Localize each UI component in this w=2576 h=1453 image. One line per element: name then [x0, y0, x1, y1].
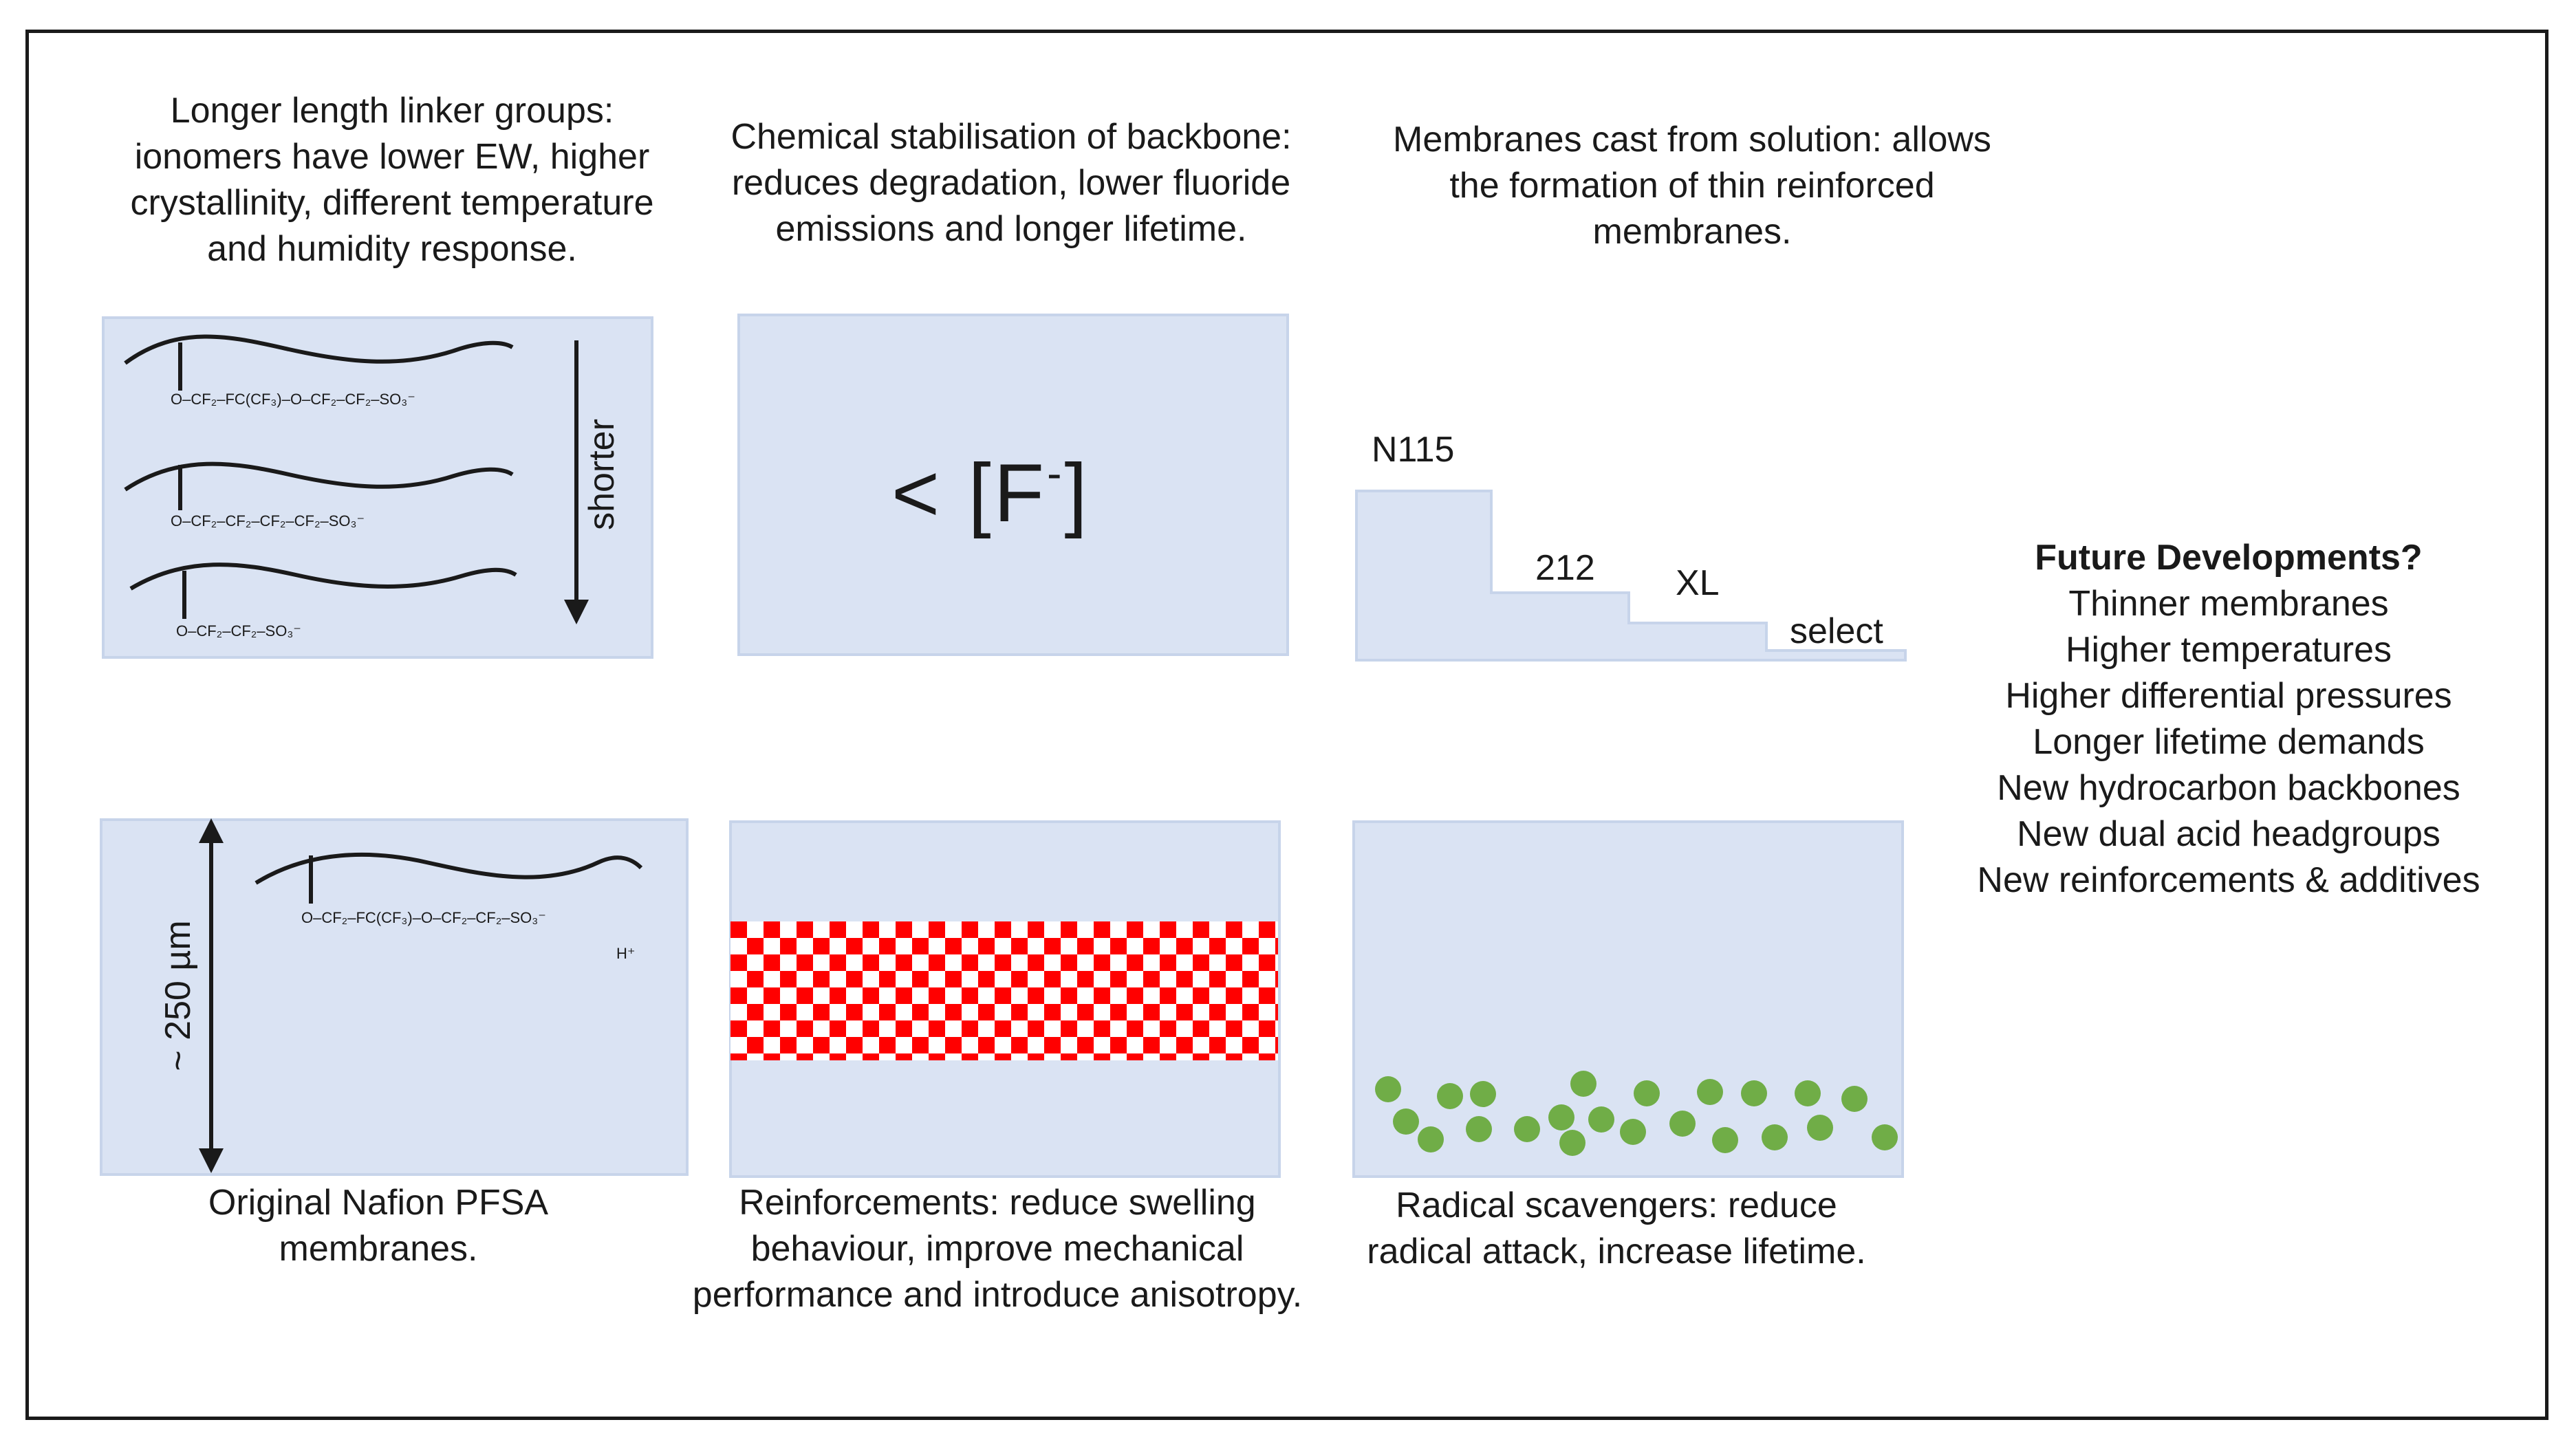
reinforcement-layer [730, 921, 1278, 1060]
fluoride-symbol-suffix: ] [1064, 447, 1090, 539]
thickness-label: ~ 250 µm [158, 920, 198, 1071]
chemical-stabilisation-panel [737, 314, 1289, 656]
counter-ion-label: H⁺ [616, 945, 636, 962]
scavenger-particle [1795, 1080, 1821, 1106]
figure-frame [25, 30, 2548, 1420]
scavenger-particle [1807, 1115, 1833, 1141]
future-item: New reinforcements & additives [1977, 860, 2480, 900]
scavenger-particle [1548, 1104, 1574, 1130]
scavenger-particles [1375, 1071, 1898, 1156]
scavenger-particle [1841, 1086, 1868, 1112]
scavenger-particle [1466, 1116, 1492, 1142]
fluoride-symbol-prefix: < [F [891, 447, 1048, 539]
scavenger-particle [1418, 1126, 1444, 1152]
scavenger-particle [1697, 1079, 1723, 1105]
future-item: Longer lifetime demands [2033, 722, 2425, 762]
future-item: New dual acid headgroups [2017, 814, 2440, 854]
scavenger-particle [1559, 1130, 1585, 1156]
caption-original-nafion: Original Nafion PFSA membranes. [208, 1183, 549, 1269]
scavenger-particle [1375, 1076, 1401, 1102]
scavenger-particle [1470, 1081, 1496, 1107]
shorter-label: shorter [582, 419, 622, 530]
linker-formula-2: O–CF₂–CF₂–CF₂–CF₂–SO₃⁻ [171, 512, 365, 529]
caption-radical-scavengers: Radical scavengers: reduce radical attac… [1367, 1186, 1866, 1271]
scavenger-particle [1514, 1116, 1540, 1142]
future-item: New hydrocarbon backbones [1997, 768, 2460, 808]
scavenger-particle [1437, 1083, 1463, 1109]
caption-chemical-stabilisation: Chemical stabilisation of backbone: redu… [730, 117, 1292, 249]
original-formula: O–CF₂–FC(CF₃)–O–CF₂–CF₂–SO₃⁻ [301, 909, 546, 926]
caption-reinforcements: Reinforcements: reduce swelling behaviou… [692, 1183, 1303, 1315]
step-label-select: select [1790, 611, 1883, 651]
scavenger-particle [1741, 1080, 1767, 1106]
step-label-212: 212 [1535, 548, 1595, 588]
scavenger-particle [1762, 1124, 1788, 1150]
scavenger-particle [1712, 1127, 1738, 1153]
future-item: Thinner membranes [2068, 584, 2389, 624]
linker-chains [124, 334, 517, 619]
fluoride-symbol-charge: - [1047, 448, 1065, 498]
original-nafion-panel [100, 818, 689, 1176]
backbone-chain-original [255, 852, 643, 885]
scavenger-particle [1588, 1106, 1614, 1133]
future-developments: Future Developments? Thinner membranes H… [1926, 535, 2531, 904]
future-item: Higher differential pressures [2005, 676, 2452, 716]
caption-linker-groups: Longer length linker groups: ionomers ha… [130, 91, 654, 269]
original-chain [255, 852, 643, 904]
caption-solution-cast: Membranes cast from solution: allows the… [1393, 120, 1991, 252]
scavenger-particle [1669, 1111, 1696, 1137]
step-label-xl: XL [1676, 563, 1720, 603]
backbone-chain-2 [124, 461, 514, 492]
scavenger-particle [1620, 1119, 1646, 1145]
scavenger-particle [1570, 1071, 1597, 1097]
linker-formula-1: O–CF₂–FC(CF₃)–O–CF₂–CF₂–SO₃⁻ [171, 391, 415, 408]
future-title: Future Developments? [2035, 538, 2423, 578]
scavenger-particle [1872, 1124, 1898, 1150]
future-item: Higher temperatures [2066, 630, 2392, 670]
fluoride-concentration-symbol: < [F-] [891, 446, 1090, 540]
linker-formula-3: O–CF₂–CF₂–SO₃⁻ [176, 622, 301, 640]
backbone-chain-1 [124, 334, 514, 365]
step-label-n115: N115 [1372, 430, 1455, 470]
thickness-steps [1355, 490, 1907, 662]
scavenger-particle [1393, 1108, 1419, 1135]
backbone-chain-3 [129, 562, 517, 591]
scavenger-particle [1634, 1080, 1660, 1106]
